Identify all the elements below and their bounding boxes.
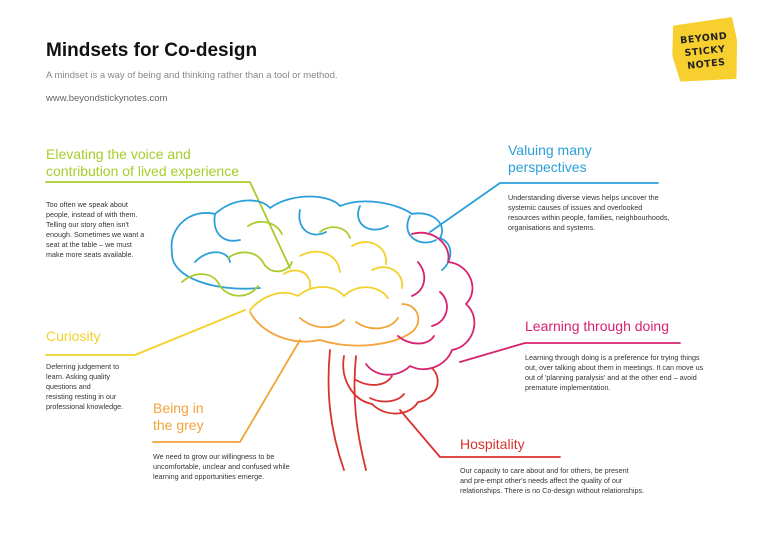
mindset-grey-body: We need to grow our willingness to be un…	[153, 452, 333, 482]
mindset-voice-heading: Elevating the voice and contribution of …	[46, 146, 239, 180]
body-line: make more seats available.	[46, 250, 134, 259]
brain-region-grey	[249, 303, 420, 347]
connector-perspectives	[429, 182, 659, 233]
page-subtitle: A mindset is a way of being and thinking…	[46, 70, 338, 81]
brain-fold	[194, 205, 437, 263]
mindset-learning-heading: Learning through doing	[525, 318, 669, 335]
body-line: seat at the table – we must	[46, 240, 132, 249]
body-line: out, over talking about them in meetings…	[525, 363, 704, 372]
connector-voice	[45, 181, 291, 269]
body-line: and pre-empt other's needs affect the qu…	[460, 476, 623, 485]
mindset-curiosity-body: Deferring judgement to learn. Asking qua…	[46, 362, 146, 412]
mindset-perspectives-heading: Valuing many perspectives	[508, 142, 592, 176]
page-title: Mindsets for Co-design	[46, 40, 258, 61]
body-line: uncomfortable, unclear and confused whil…	[153, 462, 290, 471]
brain-region-voice	[181, 220, 351, 297]
heading-line: Learning through doing	[525, 318, 670, 334]
heading-line: Valuing many	[508, 142, 592, 158]
body-line: Telling our story often isn't	[46, 220, 129, 229]
body-line: questions and	[46, 382, 91, 391]
body-line: Too often we speak about	[46, 200, 128, 209]
body-line: resources within people, families, neigh…	[508, 213, 670, 222]
body-line: Learning through doing is a preference f…	[525, 353, 700, 362]
connector-grey	[152, 339, 301, 443]
body-line: Understanding diverse views helps uncove…	[508, 193, 659, 202]
website-url: www.beyondstickynotes.com	[46, 93, 168, 104]
body-line: We need to grow our willingness to be	[153, 452, 275, 461]
body-line: out of 'planning paralysis' and at the o…	[525, 373, 697, 382]
body-line: learning and opportunities emerge.	[153, 472, 265, 481]
mindset-curiosity-heading: Curiosity	[46, 328, 100, 345]
body-line: people, instead of with them.	[46, 210, 138, 219]
heading-line: Being in	[153, 400, 204, 416]
body-line: relationships. There is no Co-design wit…	[460, 486, 645, 495]
body-line: resisting resting in our	[46, 392, 117, 401]
body-line: Our capacity to care about and for other…	[460, 466, 629, 475]
body-line: learn. Asking quality	[46, 372, 110, 381]
heading-line: the grey	[153, 417, 204, 433]
body-line: systemic causes of issues and overlooked	[508, 203, 643, 212]
brain-region-hospitality	[327, 349, 439, 471]
heading-line: Hospitality	[460, 436, 525, 452]
mindset-voice-body: Too often we speak about people, instead…	[46, 200, 171, 260]
heading-line: contribution of lived experience	[46, 163, 240, 179]
connector-hospitality	[399, 409, 561, 458]
mindset-learning-body: Learning through doing is a preference f…	[525, 353, 725, 393]
body-line: enough. Sometimes we want a	[46, 230, 145, 239]
brain-region-curiosity	[249, 241, 403, 311]
connector-curiosity	[45, 309, 246, 356]
heading-line: Curiosity	[46, 328, 101, 344]
connector-learning	[459, 342, 681, 363]
brain-region-perspectives	[170, 195, 452, 290]
mindset-perspectives-body: Understanding diverse views helps uncove…	[508, 193, 688, 233]
body-line: professional knowledge.	[46, 402, 124, 411]
brain-region-learning	[365, 231, 476, 376]
mindset-grey-heading: Being in the grey	[153, 400, 204, 434]
heading-line: Elevating the voice and	[46, 146, 191, 162]
body-line: organisations and systems.	[508, 223, 596, 232]
mindset-hospitality-body: Our capacity to care about and for other…	[460, 466, 670, 496]
heading-line: perspectives	[508, 159, 587, 175]
mindset-hospitality-heading: Hospitality	[460, 436, 525, 453]
body-line: premature implementation.	[525, 383, 611, 392]
body-line: Deferring judgement to	[46, 362, 120, 371]
